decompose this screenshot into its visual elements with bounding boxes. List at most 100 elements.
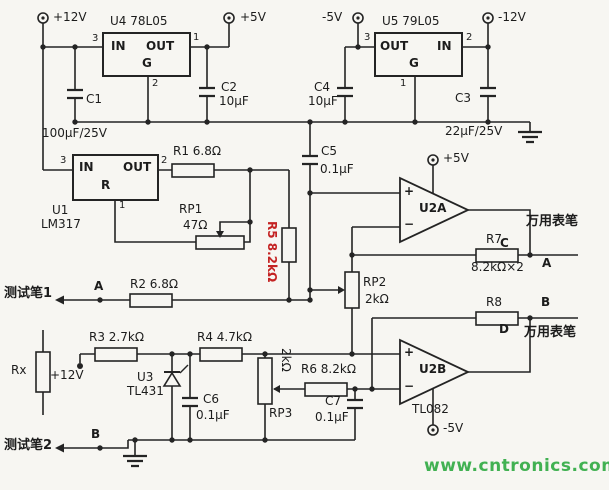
label-c1: C1: [86, 92, 103, 106]
power-terminals: [37, 12, 494, 436]
ground-symbols: [123, 130, 542, 468]
label-rx: Rx: [11, 363, 27, 377]
u4-pin-in: IN: [111, 39, 126, 53]
label-c7: C7: [325, 394, 342, 408]
r4-body: [199, 347, 243, 362]
u5-pin-out: OUT: [380, 39, 409, 53]
r8-body: [475, 311, 519, 326]
u4-pinnum-1: 1: [193, 32, 200, 43]
u4-box: [102, 32, 191, 77]
u1-pin-in: IN: [79, 160, 94, 174]
u1-pinnum-2: 2: [161, 155, 168, 166]
r3-body: [94, 347, 138, 362]
r2-body: [129, 293, 173, 308]
value-c4: 10μF: [308, 94, 338, 108]
label-multimeter-top: 万用表笔: [526, 214, 579, 229]
label-r2: R2 6.8Ω: [130, 277, 179, 291]
r6-body: [304, 382, 348, 397]
label-rp3: RP3: [269, 406, 293, 420]
label-c4: C4: [314, 80, 331, 94]
label-node-a-left: A: [94, 279, 104, 293]
u4-pin-g: G: [142, 56, 152, 70]
probe1-arrow: [55, 295, 64, 305]
u5-pin-in: IN: [437, 39, 452, 53]
label-n12v: -12V: [498, 10, 526, 24]
value-c3: 22μF/25V: [445, 124, 503, 138]
terminal-n5v-opamp: [427, 424, 439, 436]
u5-pinnum-2: 2: [466, 32, 473, 43]
label-node-a-right: A: [542, 256, 552, 270]
label-test-probe-2: 测试笔2: [4, 438, 53, 453]
u1-pin-out: OUT: [123, 160, 152, 174]
junction-dots: [40, 44, 533, 451]
terminal-p5v: [223, 12, 235, 24]
u4-pinnum-2: 2: [152, 78, 159, 89]
label-r3: R3 2.7kΩ: [89, 330, 144, 344]
label-r6: R6 8.2kΩ: [301, 362, 356, 376]
terminal-p12v: [37, 12, 49, 24]
u5-pinnum-3: 3: [364, 32, 371, 43]
u5-pinnum-1: 1: [400, 78, 407, 89]
u5-box: [374, 32, 463, 77]
label-c5: C5: [321, 144, 338, 158]
u3-tl431-symbol: [162, 364, 189, 387]
u1-box: [72, 154, 159, 201]
value-r7: 8.2kΩ×2: [471, 260, 524, 274]
rp2-wiper-arrow: [338, 286, 345, 294]
label-u1-part: LM317: [41, 217, 81, 231]
r1-body: [171, 163, 215, 178]
regulator-boxes: [72, 32, 463, 201]
label-u1-name: U1: [52, 203, 69, 217]
label-u5: U5 79L05: [382, 14, 440, 28]
value-rp3: 2kΩ: [279, 348, 293, 372]
label-c2: C2: [221, 80, 238, 94]
arrowheads: [55, 231, 345, 453]
capacitor-plates: [67, 86, 496, 410]
u2b-minus-input: −: [404, 379, 415, 393]
r5-body: [281, 227, 297, 263]
value-c5: 0.1μF: [320, 162, 354, 176]
terminal-n12v: [482, 12, 494, 24]
label-c6: C6: [203, 392, 220, 406]
label-p5v-opamp: +5V: [443, 151, 469, 165]
label-u2b: U2B: [419, 362, 447, 376]
rp1-wiper-arrow: [216, 231, 224, 238]
label-node-b-left: B: [91, 427, 101, 441]
r7-body: [475, 248, 519, 263]
u2b-triangle: [399, 338, 471, 406]
resistor-bodies: [35, 163, 519, 405]
u1-pinnum-1: 1: [119, 200, 126, 211]
u1-pin-r: R: [101, 178, 111, 192]
watermark-url: www.cntronics.com: [424, 456, 609, 476]
label-u4: U4 78L05: [110, 14, 168, 28]
u2b-plus-input: +: [404, 345, 415, 359]
value-rp1: 47Ω: [183, 218, 208, 232]
rp2-body: [344, 271, 360, 309]
value-c2: 10μF: [219, 94, 249, 108]
label-p12v-top: +12V: [53, 10, 87, 24]
label-r5: R5 8.2kΩ: [265, 221, 279, 283]
label-node-b-right: B: [541, 295, 551, 309]
label-n5v: -5V: [322, 10, 343, 24]
value-c7: 0.1μF: [315, 410, 349, 424]
label-r8: R8: [486, 295, 502, 309]
label-u2a: U2A: [419, 201, 447, 215]
rp3-wiper-arrow: [273, 385, 280, 393]
label-r1: R1 6.8Ω: [173, 144, 222, 158]
label-node-c: C: [500, 236, 509, 250]
label-u3-name: U3: [137, 370, 154, 384]
label-r4: R4 4.7kΩ: [197, 330, 252, 344]
rp3-body: [257, 357, 273, 405]
label-multimeter-bottom: 万用表笔: [524, 325, 577, 340]
label-u3-part: TL431: [127, 384, 164, 398]
label-c3: C3: [455, 91, 472, 105]
label-rp1: RP1: [179, 202, 203, 216]
label-rp2: RP2: [363, 275, 387, 289]
value-c1: 100μF/25V: [42, 126, 107, 140]
terminal-n5v: [352, 12, 364, 24]
u4-pinnum-3: 3: [92, 33, 99, 44]
label-n5v-opamp: -5V: [443, 421, 464, 435]
u5-pin-g: G: [409, 56, 419, 70]
